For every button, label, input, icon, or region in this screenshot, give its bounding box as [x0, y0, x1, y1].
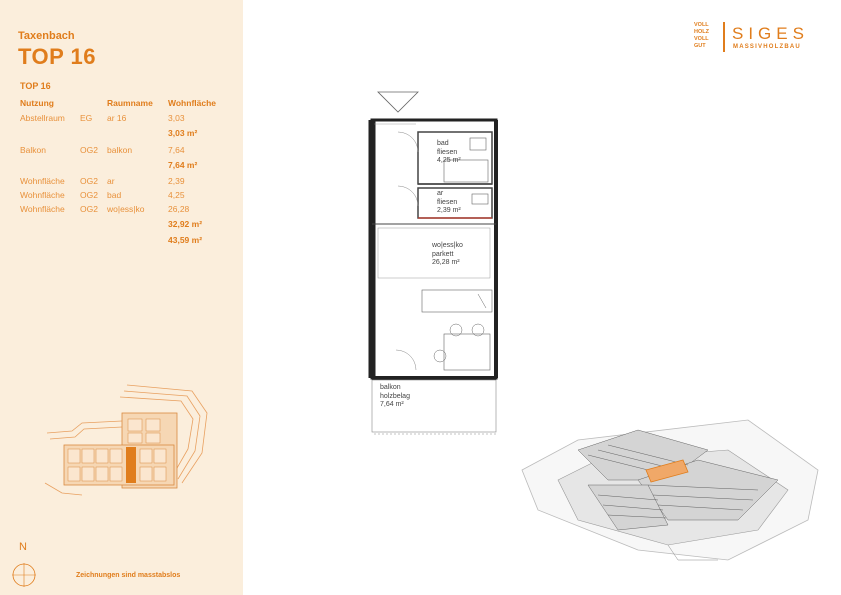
- room-name: bad: [437, 140, 449, 147]
- room-name: balkon: [380, 384, 401, 391]
- row-raum: wo|ess|ko: [107, 204, 145, 214]
- row-nutzung: Balkon: [20, 145, 46, 155]
- col-header-wohnflaeche: Wohnfläche: [168, 98, 217, 108]
- row-geschoss: OG2: [80, 190, 98, 200]
- row-nutzung: Wohnfläche: [20, 190, 65, 200]
- row-flaeche: 3,03: [168, 113, 185, 123]
- building-3d-view: [521, 419, 819, 561]
- unit-title: TOP 16: [18, 44, 97, 69]
- row-flaeche: 26,28: [168, 204, 190, 214]
- col-header-raumname: Raumname: [107, 98, 153, 108]
- unit-highlight: [126, 447, 136, 483]
- scale-note: Zeichnungen sind masstabslos: [76, 572, 181, 579]
- logo-divider: [723, 22, 725, 52]
- row-raum: ar: [107, 176, 115, 186]
- room-area: 2,39 m²: [437, 207, 461, 214]
- row-geschoss: OG2: [80, 176, 98, 186]
- room-floor: fliesen: [437, 198, 458, 206]
- brand-logo: SIGES: [732, 24, 809, 43]
- room-name: wo|ess|ko: [432, 242, 463, 249]
- row-raum: bad: [107, 190, 122, 200]
- room-floor: parkett: [432, 250, 454, 258]
- logo-mini-line: HOLZ: [694, 29, 709, 35]
- col-header-nutzung: Nutzung: [20, 98, 54, 108]
- room-area: 26,28 m²: [432, 259, 460, 266]
- row-raum: balkon: [107, 145, 133, 155]
- logo-mini-line: VOLL: [694, 22, 709, 28]
- room-name: ar: [437, 190, 444, 197]
- subtotal: 3,03 m²: [168, 128, 198, 138]
- room-label-bad: bad fliesen 4,25 m²: [437, 140, 461, 166]
- row-geschoss: EG: [80, 113, 93, 123]
- table-title: TOP 16: [20, 81, 51, 91]
- row-geschoss: OG2: [80, 204, 98, 214]
- row-flaeche: 4,25: [168, 190, 185, 200]
- row-nutzung: Abstellraum: [20, 113, 65, 123]
- row-nutzung: Wohnfläche: [20, 204, 65, 214]
- row-flaeche: 2,39: [168, 176, 185, 186]
- place-name: Taxenbach: [18, 30, 75, 42]
- subtotal: 7,64 m²: [168, 160, 198, 170]
- room-label-ar: ar fliesen 2,39 m²: [437, 190, 461, 216]
- unit-highlight-3d: [645, 459, 689, 483]
- room-floor: holzbelag: [380, 392, 410, 400]
- total-area: 43,59 m²: [168, 235, 203, 245]
- brand-tagline: MASSIVHOLZBAU: [733, 44, 801, 50]
- north-label: N: [19, 541, 27, 553]
- room-label-balkon: balkon holzbelag 7,64 m²: [380, 384, 410, 410]
- room-floor: fliesen: [437, 148, 458, 156]
- row-flaeche: 7,64: [168, 145, 185, 155]
- site-key-plan: [44, 384, 208, 496]
- entrance-arrow-icon: [377, 91, 419, 113]
- info-panel: Taxenbach TOP 16 TOP 16 Nutzung Raumname…: [0, 0, 243, 595]
- row-geschoss: OG2: [80, 145, 98, 155]
- row-raum: ar 16: [107, 113, 127, 123]
- room-label-living: wo|ess|ko parkett 26,28 m²: [432, 242, 463, 268]
- room-area: 7,64 m²: [380, 401, 404, 408]
- logo-mini-line: VOLL: [694, 36, 709, 42]
- north-compass-icon: [12, 563, 36, 587]
- logo-mini-line: GUT: [694, 43, 706, 49]
- row-nutzung: Wohnfläche: [20, 176, 65, 186]
- room-area: 4,25 m²: [437, 157, 461, 164]
- floor-plan: [368, 91, 498, 435]
- subtotal: 32,92 m²: [168, 219, 203, 229]
- logo-mini: VOLL HOLZ VOLL GUT: [694, 22, 709, 50]
